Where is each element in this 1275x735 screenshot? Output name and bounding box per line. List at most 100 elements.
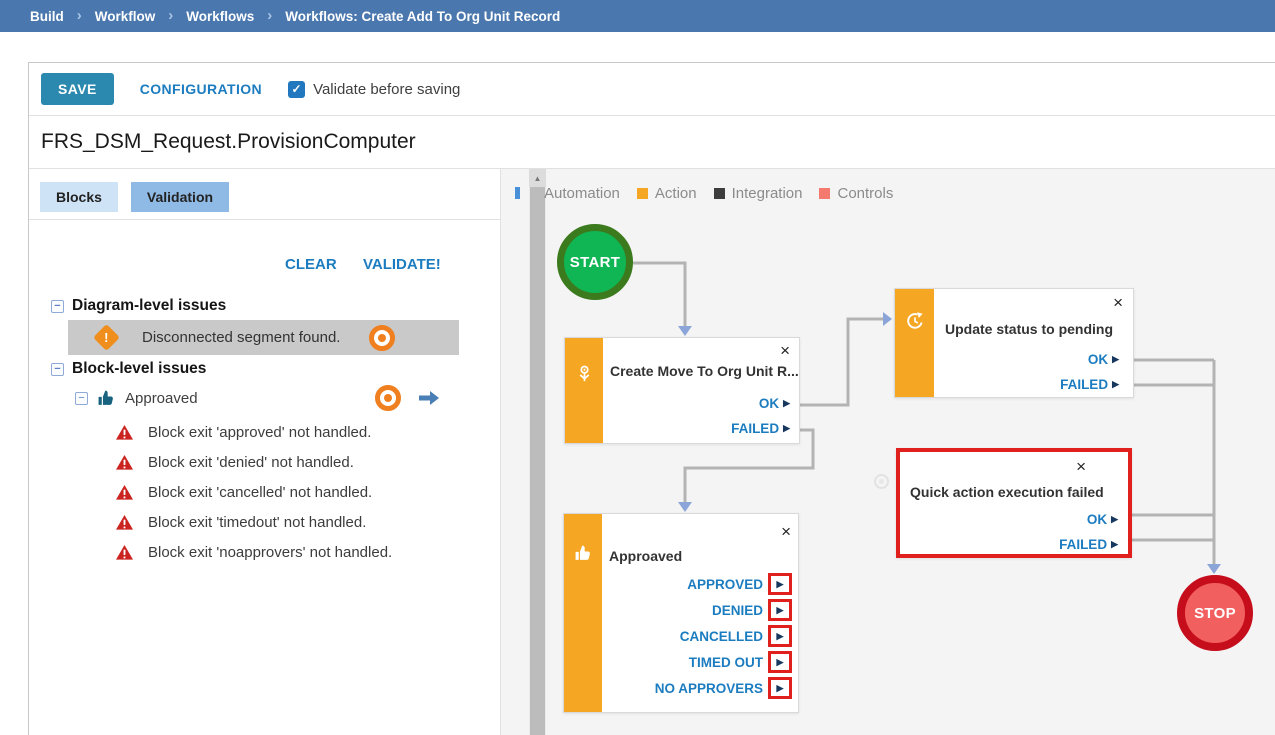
highlight-box: ▶	[768, 625, 792, 647]
configuration-link[interactable]: CONFIGURATION	[139, 81, 263, 97]
chevron-right-icon: ›	[76, 6, 82, 24]
block-type-bar	[895, 289, 934, 397]
block-title: Create Move To Org Unit R...	[610, 363, 799, 379]
error-triangle-icon	[116, 514, 133, 530]
scroll-up-icon[interactable]: ▲	[529, 169, 546, 187]
faded-bullseye-icon	[874, 474, 889, 489]
scrollbar-thumb[interactable]	[530, 187, 545, 735]
block-exits: OK ▶ FAILED ▶	[1059, 507, 1118, 557]
exit-ok[interactable]: OK ▶	[1087, 352, 1119, 367]
block-issue-text: Block exit 'denied' not handled.	[148, 453, 354, 471]
validate-checkbox[interactable]: ✓	[288, 80, 306, 98]
breadcrumb-item-workflows[interactable]: Workflows	[186, 8, 255, 24]
block-issue-row[interactable]: Block exit 'approved' not handled.	[115, 420, 371, 444]
legend-label: Action	[654, 185, 697, 202]
exit-failed[interactable]: FAILED ▶	[1059, 537, 1118, 552]
exit-failed[interactable]: FAILED ▶	[731, 421, 790, 436]
page-title: FRS_DSM_Request.ProvisionComputer	[41, 130, 416, 153]
block-level-issues-header[interactable]: − Block-level issues	[51, 360, 206, 378]
exit-connector-arrow-icon[interactable]: ▶	[1111, 514, 1118, 524]
legend-swatch-automation	[515, 187, 520, 199]
block-create-move-to-org-unit[interactable]: × Create Move To Org Unit R... OK ▶ FAIL…	[564, 337, 800, 444]
locate-bullseye-icon[interactable]	[375, 385, 401, 411]
close-icon[interactable]: ×	[780, 341, 790, 360]
exit-denied[interactable]: DENIED ▶	[712, 597, 792, 623]
block-issue-row[interactable]: Block exit 'denied' not handled.	[115, 450, 354, 474]
thumbs-up-icon	[98, 390, 113, 405]
exit-connector-arrow-icon[interactable]: ▶	[776, 604, 784, 615]
block-exits: APPROVED ▶ DENIED ▶ CANCELLED ▶ TIMED OU…	[655, 571, 792, 701]
workflow-canvas[interactable]: ▲ Automation Action Integration Controls	[501, 169, 1275, 735]
go-to-block-arrow-icon[interactable]	[418, 390, 440, 406]
locate-bullseye-icon[interactable]	[369, 324, 395, 351]
save-button[interactable]: SAVE	[41, 73, 114, 105]
block-quick-action-execution-failed[interactable]: × Quick action execution failed OK ▶ FAI…	[896, 448, 1132, 558]
exit-approved[interactable]: APPROVED ▶	[687, 571, 792, 597]
highlight-box: ▶	[768, 651, 792, 673]
create-record-sprout-icon	[579, 365, 589, 382]
stop-node-label: STOP	[1194, 604, 1236, 622]
diagram-level-issues-header[interactable]: − Diagram-level issues	[51, 297, 226, 315]
validate-checkbox-group: ✓ Validate before saving	[288, 80, 461, 98]
tab-blocks[interactable]: Blocks	[40, 182, 118, 212]
block-title: Update status to pending	[945, 321, 1113, 337]
block-approved[interactable]: × Approaved APPROVED ▶ DENIED ▶ CANCELLE…	[563, 513, 799, 713]
issue-text: Disconnected segment found.	[142, 329, 341, 346]
breadcrumb: Build › Workflow › Workflows › Workflows…	[0, 0, 1275, 32]
block-issue-row[interactable]: Block exit 'timedout' not handled.	[115, 510, 366, 534]
block-issue-row[interactable]: Block exit 'noapprovers' not handled.	[115, 540, 392, 564]
breadcrumb-item-workflow[interactable]: Workflow	[94, 8, 156, 24]
close-icon[interactable]: ×	[1113, 293, 1123, 312]
exit-cancelled[interactable]: CANCELLED ▶	[680, 623, 792, 649]
tab-validation[interactable]: Validation	[130, 182, 230, 212]
exit-ok[interactable]: OK ▶	[1086, 512, 1118, 527]
collapse-icon[interactable]: −	[51, 362, 64, 376]
close-icon[interactable]: ×	[1076, 457, 1086, 476]
exit-connector-arrow-icon[interactable]: ▶	[1111, 539, 1118, 549]
stop-node[interactable]: STOP	[1177, 575, 1253, 651]
legend-item-integration: Integration	[713, 185, 802, 202]
vertical-scrollbar[interactable]: ▲	[529, 169, 546, 735]
panel-tabs: Blocks Validation	[40, 182, 230, 212]
exit-ok[interactable]: OK ▶	[758, 396, 790, 411]
legend-swatch-action	[636, 188, 648, 199]
exit-connector-arrow-icon[interactable]: ▶	[783, 398, 790, 408]
exit-connector-arrow-icon[interactable]: ▶	[776, 578, 784, 589]
block-update-status-to-pending[interactable]: × Update status to pending OK ▶ FAILED ▶	[894, 288, 1134, 398]
check-icon: ✓	[291, 82, 302, 96]
legend-item-controls: Controls	[819, 185, 893, 202]
exit-connector-arrow-icon[interactable]: ▶	[1112, 354, 1119, 364]
toolbar: SAVE CONFIGURATION ✓ Validate before sav…	[29, 63, 1275, 116]
breadcrumb-item-current[interactable]: Workflows: Create Add To Org Unit Record	[285, 8, 561, 24]
start-node[interactable]: START	[557, 224, 633, 300]
exit-connector-arrow-icon[interactable]: ▶	[776, 682, 784, 693]
collapse-icon[interactable]: −	[51, 299, 64, 313]
clear-button[interactable]: CLEAR	[285, 256, 337, 273]
exit-timed-out[interactable]: TIMED OUT ▶	[689, 649, 792, 675]
exit-failed[interactable]: FAILED ▶	[1060, 377, 1119, 392]
breadcrumb-item-build[interactable]: Build	[30, 8, 64, 24]
collapse-icon[interactable]: −	[75, 391, 88, 405]
content-frame: SAVE CONFIGURATION ✓ Validate before sav…	[28, 62, 1275, 735]
validate-checkbox-label: Validate before saving	[313, 80, 461, 98]
chevron-right-icon: ›	[267, 6, 273, 24]
exit-connector-arrow-icon[interactable]: ▶	[1112, 379, 1119, 389]
titlebar: FRS_DSM_Request.ProvisionComputer	[29, 116, 1275, 169]
error-triangle-icon	[116, 424, 133, 440]
legend-item-action: Action	[636, 185, 697, 202]
block-exits: OK ▶ FAILED ▶	[1060, 347, 1119, 397]
block-issue-text: Block exit 'timedout' not handled.	[148, 513, 367, 531]
exit-connector-arrow-icon[interactable]: ▶	[776, 630, 784, 641]
highlight-box: ▶	[768, 599, 792, 621]
close-icon[interactable]: ×	[781, 522, 791, 541]
block-group-approved[interactable]: − Approaved	[75, 384, 475, 412]
issue-row-disconnected-segment[interactable]: ! Disconnected segment found.	[68, 320, 459, 355]
block-issue-text: Block exit 'cancelled' not handled.	[148, 483, 373, 501]
exit-no-approvers[interactable]: NO APPROVERS ▶	[655, 675, 792, 701]
block-issue-row[interactable]: Block exit 'cancelled' not handled.	[115, 480, 372, 504]
highlight-box: ▶	[768, 677, 792, 699]
validate-button[interactable]: VALIDATE!	[363, 256, 441, 273]
exit-connector-arrow-icon[interactable]: ▶	[783, 423, 790, 433]
exit-connector-arrow-icon[interactable]: ▶	[776, 656, 784, 667]
thumbs-up-icon	[575, 545, 590, 560]
